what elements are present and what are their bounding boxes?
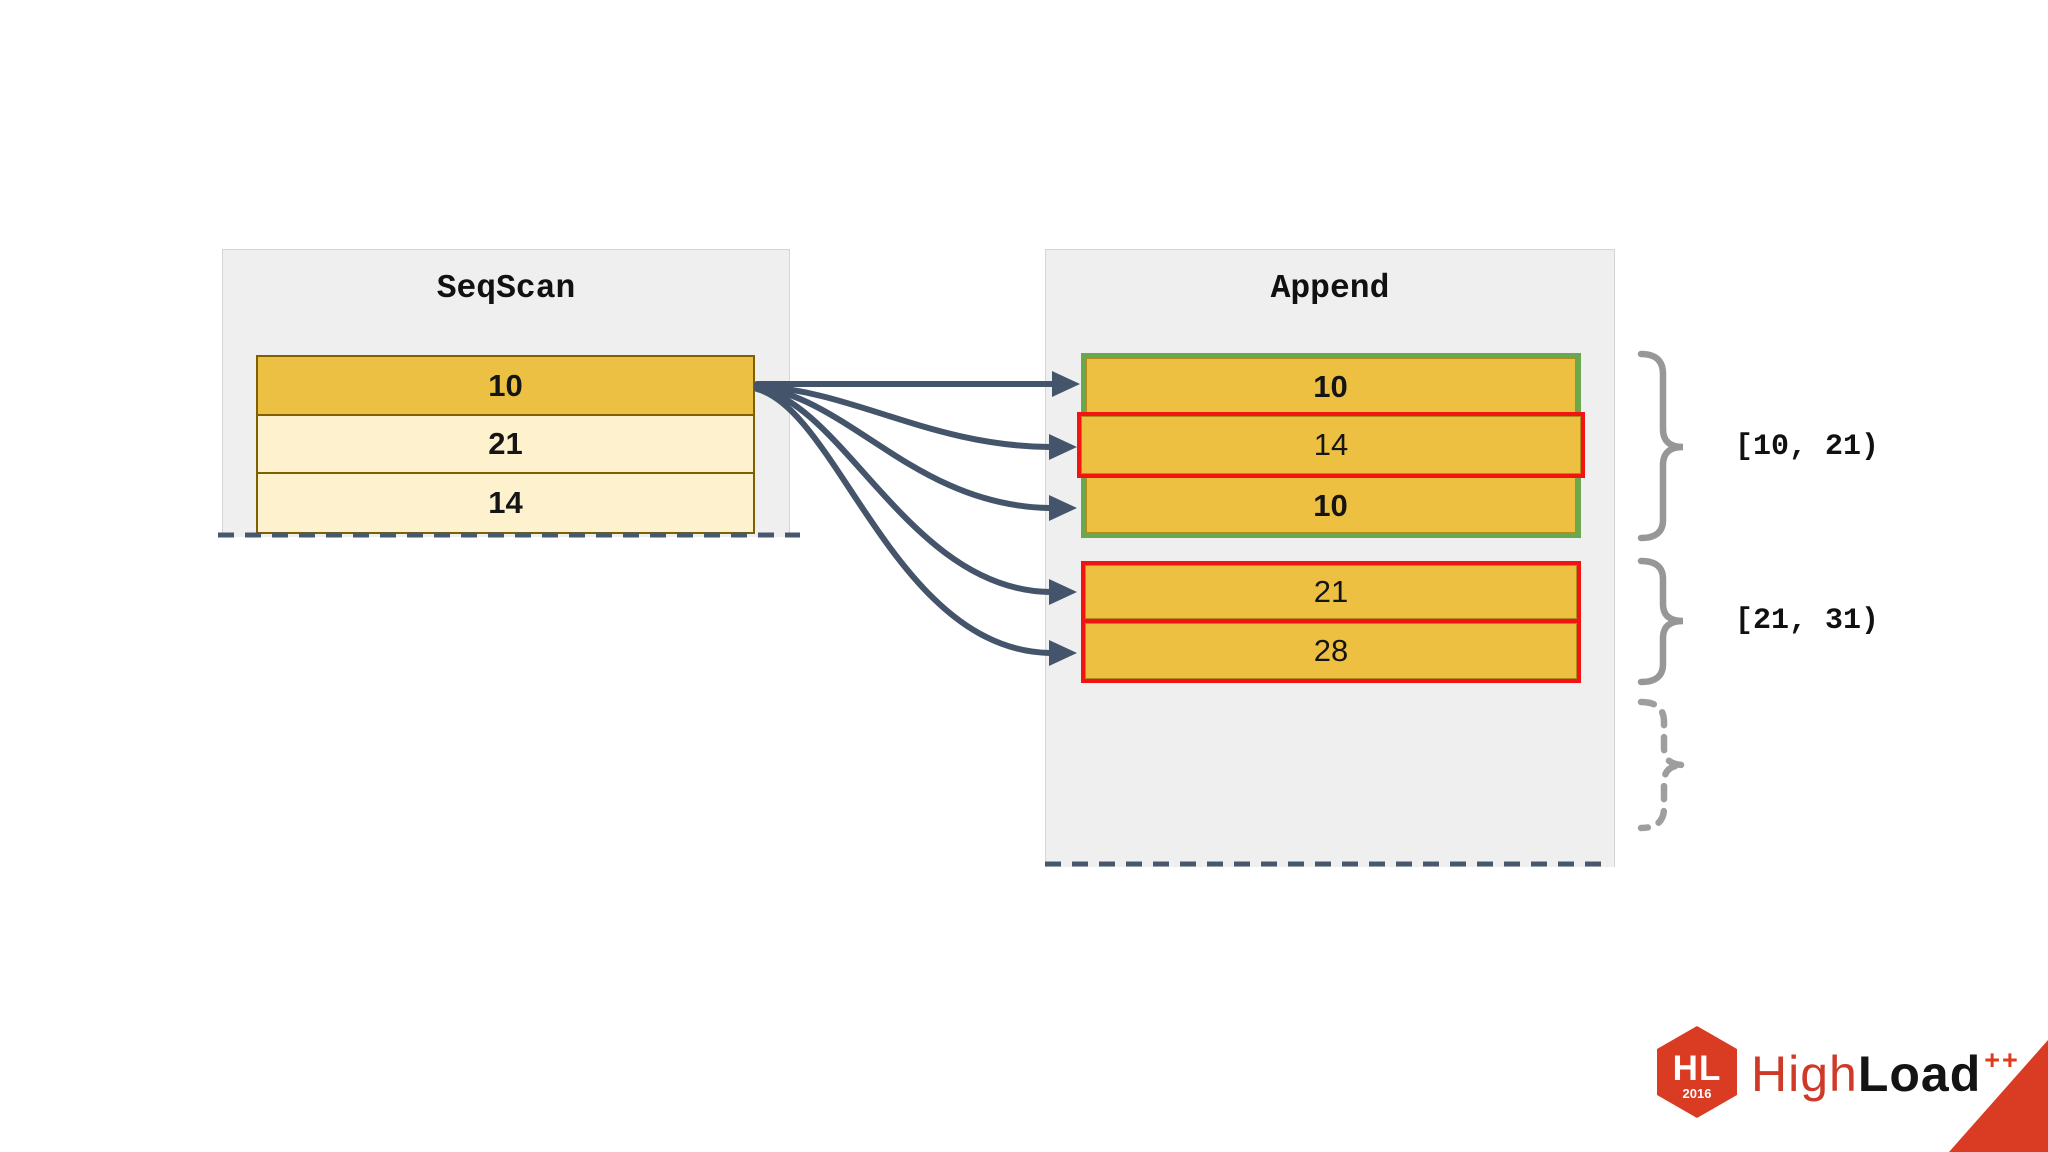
brace-group-1 [1637, 350, 1684, 542]
seqscan-row: 21 [256, 414, 755, 474]
brace-group-2 [1637, 557, 1684, 686]
append-title: Append [1270, 270, 1390, 307]
wordmark-plusplus: ++ [1984, 1045, 2020, 1075]
hl-badge-label: HL [1672, 1049, 1722, 1088]
arrow-3 [754, 384, 1053, 511]
seqscan-row: 10 [256, 355, 755, 416]
arrow-2 [754, 383, 1053, 450]
append-row: 10 [1313, 369, 1348, 404]
seqscan-title: SeqScan [436, 270, 576, 307]
append-row-highlighted: 28 [1081, 619, 1581, 683]
range-label-2: [21, 31) [1735, 604, 1880, 638]
range-label-1: [10, 21) [1735, 430, 1880, 464]
append-row: 10 [1313, 488, 1348, 523]
arrow-4 [754, 385, 1053, 595]
highload-wordmark: HighLoad++ [1751, 1045, 2020, 1111]
wordmark-load: Load [1857, 1046, 1982, 1102]
append-row-highlighted: 14 [1077, 412, 1585, 478]
append-panel: Append [1045, 249, 1615, 867]
brace-dashed-future [1637, 698, 1685, 832]
hl-badge-year: 2016 [1682, 1086, 1712, 1101]
seqscan-row: 14 [256, 472, 755, 534]
append-row-highlighted: 21 [1081, 561, 1581, 623]
arrow-5 [754, 386, 1053, 656]
wordmark-high: High [1751, 1046, 1858, 1102]
